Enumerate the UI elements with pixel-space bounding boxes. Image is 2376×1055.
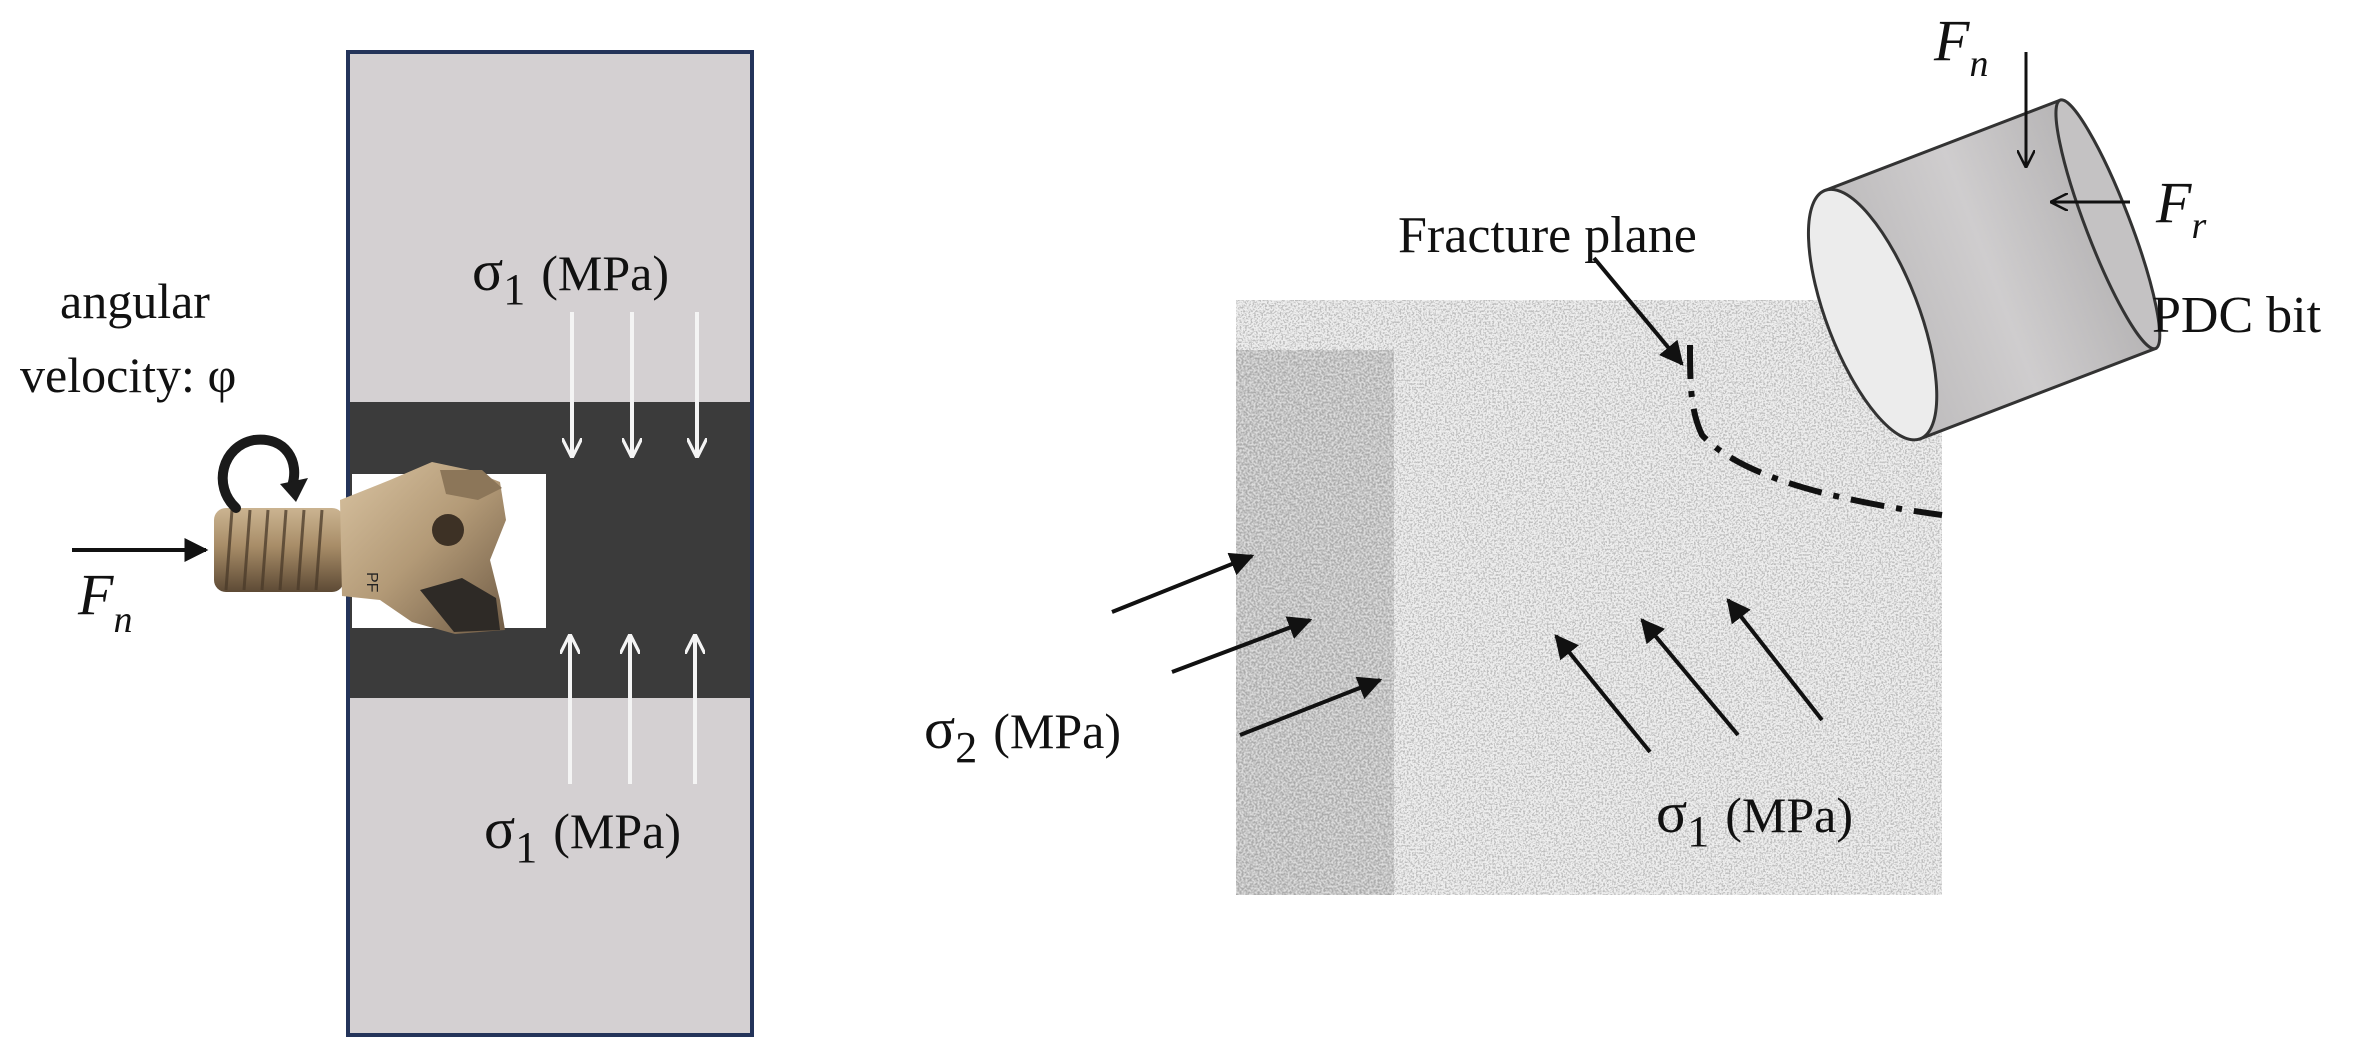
right-panel: Fracture plane PDC bit Fn Fr σ2(MPa) σ1(…: [924, 8, 2322, 899]
sigma2-arrows: [1111, 552, 1383, 737]
fracture-plane-label: Fracture plane: [1398, 207, 1697, 264]
stress-arrow: [1640, 618, 1740, 737]
sigma1-bottom-label: σ1(MPa): [484, 796, 681, 872]
pdc-drill-bit: PF: [214, 434, 506, 634]
fracture-pointer-arrow: [1592, 256, 1684, 366]
block-front-face: [1392, 428, 1944, 897]
bit-marking: PF: [363, 572, 380, 593]
stress-arrow: [1554, 634, 1652, 754]
angular-velocity-label-line1: angular: [60, 273, 210, 329]
cutter-radial-force-label: Fr: [2155, 170, 2206, 247]
granite-block: [1232, 298, 1947, 899]
sigma1-arrows-top: [572, 312, 697, 456]
sigma2-label: σ2(MPa): [924, 696, 1121, 772]
stress-arrow: [1171, 616, 1313, 674]
pdc-cutter: [1806, 98, 2162, 442]
angular-velocity-label-line2: velocity: φ: [20, 347, 236, 403]
fracture-plane-line: [1687, 344, 1943, 518]
stress-arrow: [1726, 598, 1824, 722]
sigma1-arrows-front: [1554, 598, 1824, 754]
rotation-curl-icon: [217, 434, 300, 513]
cutter-face: [1806, 187, 1939, 442]
sigma1-top-label: σ1(MPa): [472, 238, 669, 314]
sigma1-arrows-bottom: [570, 636, 695, 784]
cutter-normal-force-label: Fn: [1933, 8, 1988, 85]
pdc-bit-label: PDC bit: [2152, 287, 2322, 344]
normal-force-label: Fn: [77, 562, 132, 641]
stress-arrow: [1111, 552, 1255, 614]
left-panel: PF σ1(MPa) σ1(MPa) angular velocity: φ F…: [20, 50, 754, 1037]
stress-arrow: [1239, 676, 1383, 737]
sigma1-front-label: σ1(MPa): [1656, 780, 1853, 856]
